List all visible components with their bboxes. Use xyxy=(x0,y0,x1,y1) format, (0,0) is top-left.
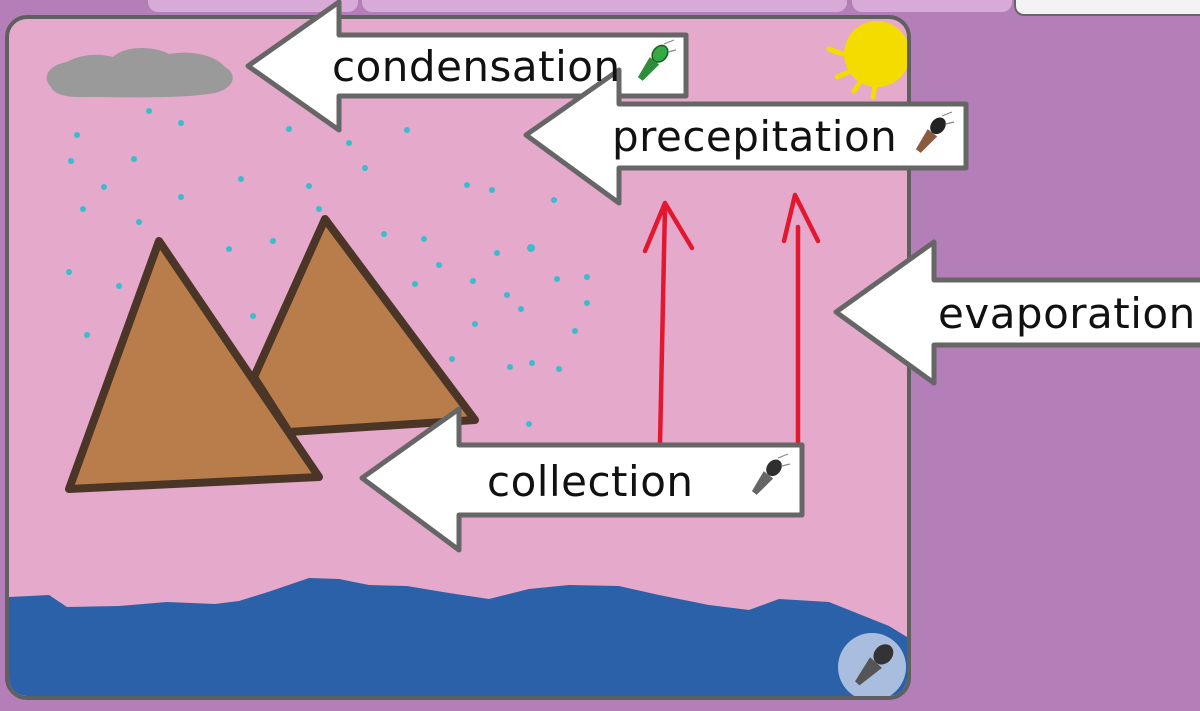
drawing-canvas[interactable] xyxy=(5,15,911,700)
rain-drops xyxy=(66,108,590,427)
evaporation-arrow xyxy=(833,239,1200,386)
precipitation-label[interactable]: precepitation xyxy=(612,112,898,161)
microphone-icon[interactable] xyxy=(740,452,792,504)
condensation-label[interactable]: condensation xyxy=(332,42,621,91)
microphone-icon[interactable] xyxy=(626,38,678,90)
collection-arrow xyxy=(359,406,805,553)
top-tab-left[interactable] xyxy=(148,0,358,12)
record-button[interactable] xyxy=(838,633,906,696)
water-cycle-drawing xyxy=(9,21,907,696)
microphone-icon[interactable] xyxy=(904,110,956,162)
condensation-arrow xyxy=(245,0,689,133)
cloud-icon xyxy=(46,48,233,98)
top-tab-middle[interactable] xyxy=(362,0,847,12)
mountains xyxy=(65,215,479,493)
precipitation-arrow xyxy=(523,67,969,206)
top-panel[interactable] xyxy=(1014,0,1200,16)
evaporation-arrows xyxy=(642,192,821,447)
water xyxy=(9,578,907,696)
microphone-icon xyxy=(855,644,894,686)
evaporation-label[interactable]: evaporation xyxy=(938,289,1196,338)
top-tab-right[interactable] xyxy=(852,0,1012,12)
sun-icon xyxy=(826,21,907,100)
collection-label[interactable]: collection xyxy=(487,457,694,506)
